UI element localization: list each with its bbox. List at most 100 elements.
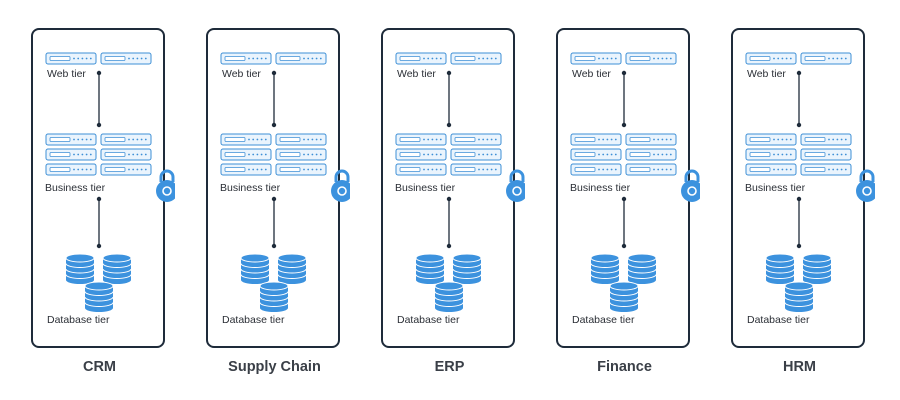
server-icon (275, 163, 327, 176)
tier-connector (96, 70, 102, 128)
app-name: ERP (434, 359, 465, 375)
server-icon (220, 52, 272, 65)
database-tier-label: Database tier (747, 314, 810, 326)
server-icon (625, 148, 677, 161)
server-icon (450, 148, 502, 161)
web-tier-label: Web tier (47, 68, 86, 80)
app-name: CRM (82, 359, 117, 375)
tier-connector (446, 70, 452, 128)
business-tier-label: Business tier (45, 182, 106, 194)
business-tier-label: Business tier (220, 182, 281, 194)
business-tier-label: Business tier (395, 182, 456, 194)
database-icon (415, 253, 445, 284)
database-icon (240, 253, 270, 284)
tier-connector (271, 70, 277, 128)
database-icon (259, 281, 289, 312)
server-icon (800, 148, 852, 161)
tier-connector (96, 196, 102, 249)
server-icon (100, 133, 152, 146)
server-icon (450, 52, 502, 65)
database-icon (84, 281, 114, 312)
web-tier-label: Web tier (222, 68, 261, 80)
server-icon (275, 133, 327, 146)
server-icon (100, 52, 152, 65)
server-icon (745, 133, 797, 146)
server-icon (625, 52, 677, 65)
server-icon (45, 133, 97, 146)
server-icon (220, 133, 272, 146)
server-icon (220, 163, 272, 176)
tier-connector (621, 196, 627, 249)
database-tier-label: Database tier (397, 314, 460, 326)
tier-graphics (745, 52, 875, 312)
business-tier-label: Business tier (570, 182, 631, 194)
server-icon (800, 52, 852, 65)
database-tier-label: Database tier (47, 314, 110, 326)
server-icon (100, 148, 152, 161)
app-name: HRM (782, 359, 817, 375)
web-tier-label: Web tier (572, 68, 611, 80)
server-icon (450, 133, 502, 146)
server-icon (745, 148, 797, 161)
server-icon (570, 133, 622, 146)
server-icon (45, 148, 97, 161)
database-icon (434, 281, 464, 312)
database-icon (784, 281, 814, 312)
app-name: Supply Chain (228, 359, 321, 375)
server-icon (100, 163, 152, 176)
database-icon (590, 253, 620, 284)
database-tier-label: Database tier (572, 314, 635, 326)
server-icon (800, 163, 852, 176)
server-icon (625, 163, 677, 176)
server-icon (45, 52, 97, 65)
database-icon (102, 253, 132, 284)
server-icon (275, 148, 327, 161)
tier-graphics (45, 52, 175, 312)
lock-icon (681, 169, 700, 202)
tier-connector (796, 70, 802, 128)
lock-icon (156, 169, 175, 202)
server-icon (450, 163, 502, 176)
database-icon (609, 281, 639, 312)
server-icon (745, 163, 797, 176)
server-icon (745, 52, 797, 65)
lock-icon (331, 169, 350, 202)
database-icon (765, 253, 795, 284)
server-icon (45, 163, 97, 176)
database-icon (802, 253, 832, 284)
lock-icon (856, 169, 875, 202)
server-icon (570, 148, 622, 161)
server-icon (275, 52, 327, 65)
tier-connector (796, 196, 802, 249)
database-icon (452, 253, 482, 284)
server-icon (395, 52, 447, 65)
lock-icon (506, 169, 525, 202)
tier-graphics (570, 52, 700, 312)
database-icon (65, 253, 95, 284)
database-icon (627, 253, 657, 284)
tier-connector (446, 196, 452, 249)
business-tier-label: Business tier (745, 182, 806, 194)
server-icon (395, 148, 447, 161)
server-icon (570, 52, 622, 65)
server-icon (395, 133, 447, 146)
database-icon (277, 253, 307, 284)
tier-connector (271, 196, 277, 249)
tier-connector (621, 70, 627, 128)
web-tier-label: Web tier (747, 68, 786, 80)
tier-graphics (220, 52, 350, 312)
database-tier-label: Database tier (222, 314, 285, 326)
server-icon (625, 133, 677, 146)
server-icon (395, 163, 447, 176)
server-icon (220, 148, 272, 161)
server-icon (570, 163, 622, 176)
app-name: Finance (597, 359, 652, 375)
web-tier-label: Web tier (397, 68, 436, 80)
server-icon (800, 133, 852, 146)
